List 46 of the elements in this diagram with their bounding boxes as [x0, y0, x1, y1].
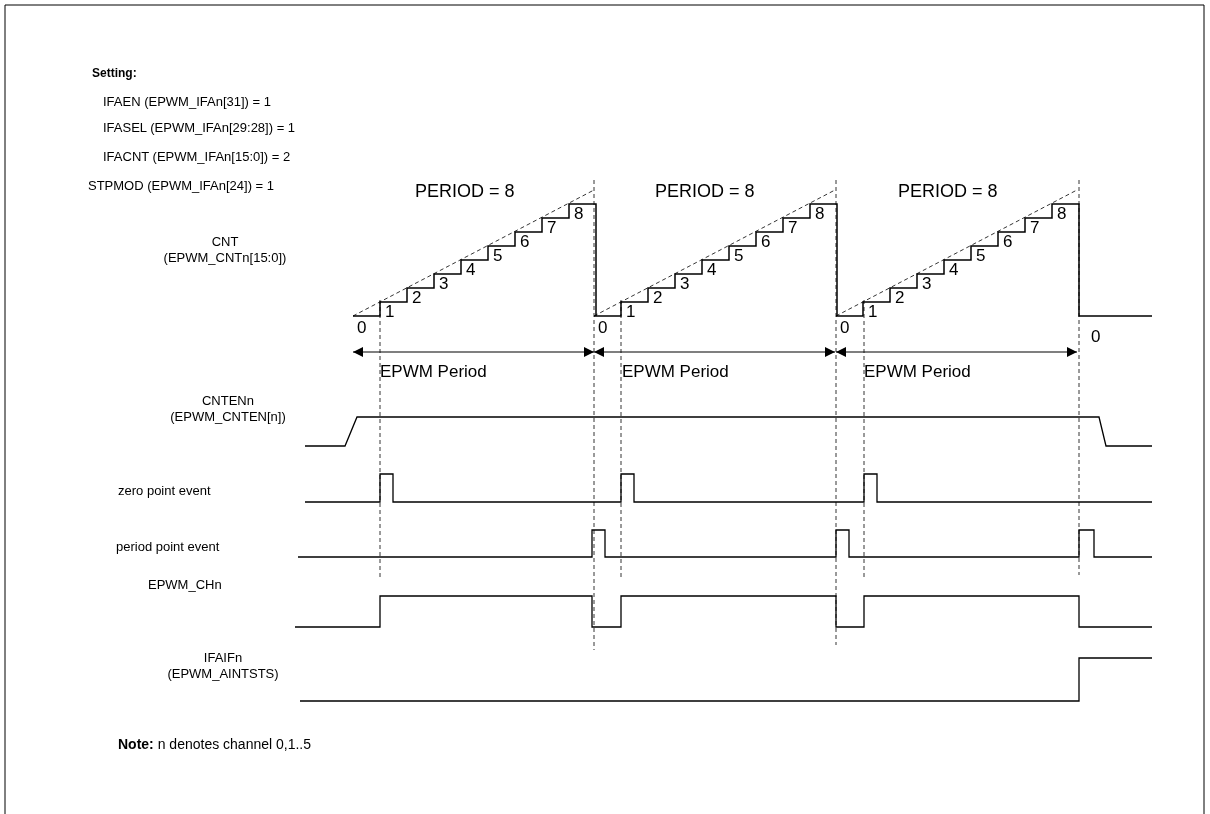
signal-label: period point event	[116, 539, 220, 556]
count-value: 5	[734, 245, 744, 267]
count-value: 0	[1091, 326, 1101, 348]
count-value: 8	[815, 203, 825, 225]
count-value: 6	[520, 231, 530, 253]
count-value: 8	[574, 203, 584, 225]
count-value: 7	[788, 217, 798, 239]
count-value: 3	[439, 273, 449, 295]
count-value: 3	[680, 273, 690, 295]
count-value: 1	[385, 301, 395, 323]
count-value: 2	[895, 287, 905, 309]
count-value: 1	[868, 301, 878, 323]
count-value: 7	[1030, 217, 1040, 239]
register-setting: STPMOD (EPWM_IFAn[24]) = 1	[88, 178, 275, 195]
count-value: 0	[840, 317, 850, 339]
count-value: 4	[707, 259, 717, 281]
count-value: 2	[412, 287, 422, 309]
count-value: 6	[761, 231, 771, 253]
register-setting: IFAEN (EPWM_IFAn[31]) = 1	[103, 94, 271, 111]
register-setting: IFACNT (EPWM_IFAn[15:0]) = 2	[103, 149, 291, 166]
note: Note: n denotes channel 0,1..5	[118, 736, 311, 754]
period-label: EPWM Period	[622, 361, 729, 383]
count-value: 7	[547, 217, 557, 239]
count-value: 2	[653, 287, 663, 309]
period-value: PERIOD = 8	[655, 180, 755, 203]
period-label: EPWM Period	[380, 361, 487, 383]
period-label: EPWM Period	[864, 361, 971, 383]
period-value: PERIOD = 8	[415, 180, 515, 203]
count-value: 0	[357, 317, 367, 339]
signal-label: CNT (EPWM_CNTn[15:0])	[162, 234, 288, 267]
count-value: 3	[922, 273, 932, 295]
signal-label: EPWM_CHn	[148, 577, 222, 594]
count-value: 1	[626, 301, 636, 323]
count-value: 5	[493, 245, 503, 267]
setting-heading: Setting:	[92, 66, 137, 81]
period-value: PERIOD = 8	[898, 180, 998, 203]
signal-label: zero point event	[118, 483, 211, 500]
signal-label: IFAIFn (EPWM_AINTSTS)	[166, 650, 280, 683]
count-value: 5	[976, 245, 986, 267]
signal-label: CNTENn (EPWM_CNTEN[n])	[169, 393, 287, 426]
count-value: 4	[466, 259, 476, 281]
count-value: 0	[598, 317, 608, 339]
count-value: 8	[1057, 203, 1067, 225]
register-setting: IFASEL (EPWM_IFAn[29:28]) = 1	[103, 120, 296, 137]
count-value: 6	[1003, 231, 1013, 253]
count-value: 4	[949, 259, 959, 281]
